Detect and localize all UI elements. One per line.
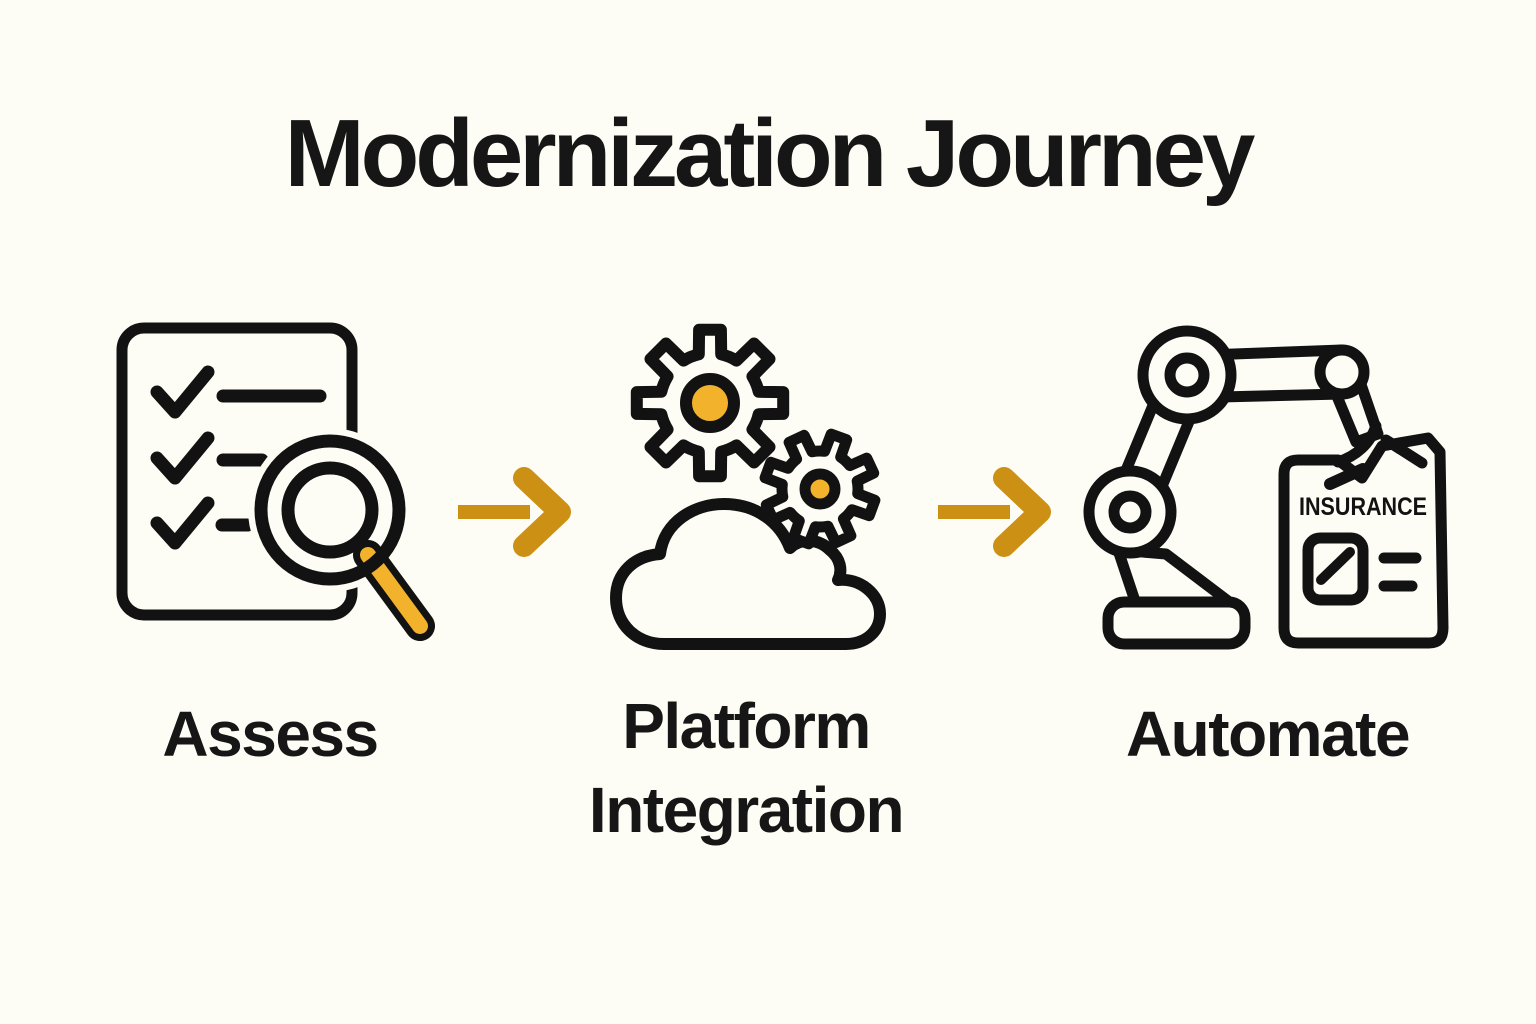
stage-label-automate: Automate: [1125, 698, 1411, 770]
robot-claw: [1332, 420, 1382, 468]
robot-joint-elbow: [1314, 344, 1370, 400]
arrow-right-icon: [938, 467, 1051, 557]
stage-label-assess: Assess: [162, 698, 379, 770]
page-title: Modernization Journey: [284, 100, 1256, 207]
stage-label-platform-integration: Platform Integration: [588, 690, 905, 847]
insurance-document-label: INSURANCE: [1299, 493, 1427, 521]
cloud-shape: [610, 498, 886, 650]
checklist-magnifier-icon: [116, 322, 435, 641]
gears-cloud-icon: [610, 323, 886, 650]
robot-arm-document-icon: INSURANCE: [1083, 325, 1449, 650]
arrow-right-icon: [458, 467, 571, 557]
